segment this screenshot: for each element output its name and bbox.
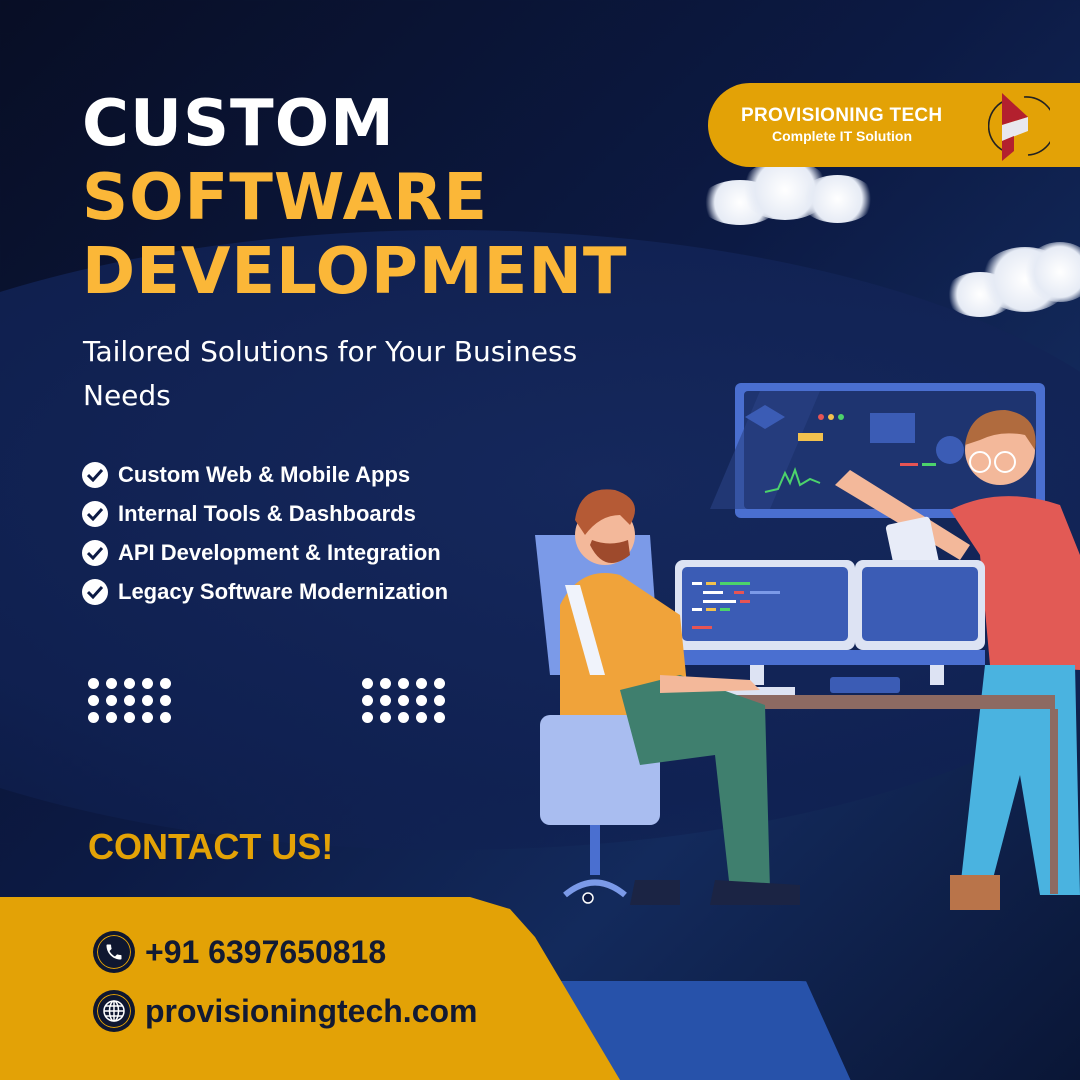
feature-item: API Development & Integration <box>82 533 448 572</box>
feature-label: Legacy Software Modernization <box>118 578 449 604</box>
feature-item: Legacy Software Modernization <box>82 572 448 611</box>
contact-band <box>0 897 620 1080</box>
phone-icon <box>95 933 133 971</box>
globe-icon <box>95 992 133 1030</box>
check-circle-icon <box>82 500 108 527</box>
provisioning-tech-logo-icon <box>988 93 1050 161</box>
check-circle-icon <box>82 578 108 605</box>
website-link[interactable]: provisioningtech.com <box>145 992 478 1029</box>
brand-name: PROVISIONING TECH <box>741 105 943 126</box>
developers-illustration <box>535 383 1080 910</box>
feature-item: Internal Tools & Dashboards <box>82 494 448 533</box>
headline-line-1: CUSTOM <box>82 87 395 161</box>
phone-number[interactable]: +91 6397650818 <box>145 933 387 970</box>
headline: CUSTOM SOFTWARE DEVELOPMENT <box>82 92 628 314</box>
feature-label: API Development & Integration <box>118 539 441 565</box>
subtitle: Tailored Solutions for Your Business Nee… <box>83 335 578 412</box>
website-contact[interactable]: provisioningtech.com <box>95 992 477 1030</box>
headline-line-3: DEVELOPMENT <box>82 235 628 309</box>
headline-line-2: SOFTWARE <box>82 161 489 235</box>
feature-list: Custom Web & Mobile Apps Internal Tools … <box>82 455 448 611</box>
feature-label: Custom Web & Mobile Apps <box>118 461 411 487</box>
feature-label: Internal Tools & Dashboards <box>118 500 416 526</box>
brand-badge: PROVISIONING TECH Complete IT Solution <box>708 83 1080 167</box>
dot-grid-decoration <box>362 678 446 723</box>
feature-item: Custom Web & Mobile Apps <box>82 455 448 494</box>
dot-grid-decoration <box>88 678 172 723</box>
check-circle-icon <box>82 539 108 566</box>
contact-title: CONTACT US! <box>88 826 334 867</box>
cloud-decoration <box>945 242 1080 322</box>
cloud-decoration <box>690 160 880 230</box>
phone-contact[interactable]: +91 6397650818 <box>95 933 386 971</box>
check-circle-icon <box>82 461 108 488</box>
brand-tagline: Complete IT Solution <box>772 128 912 144</box>
